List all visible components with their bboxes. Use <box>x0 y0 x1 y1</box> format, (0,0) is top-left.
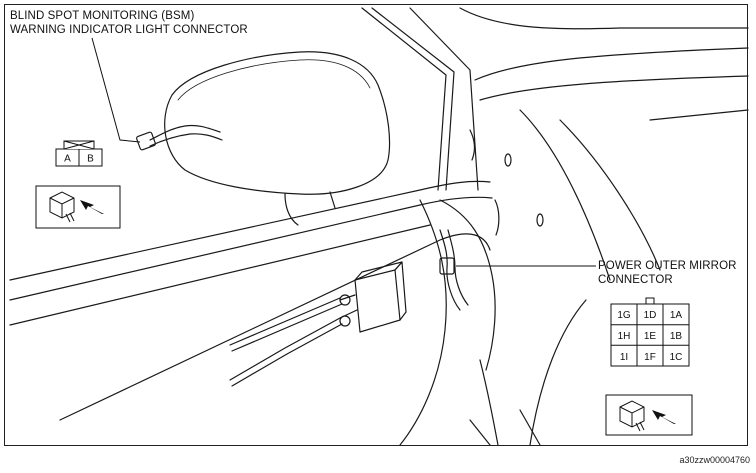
vehicle-illustration <box>9 7 749 446</box>
bsm-connector-body <box>136 131 156 151</box>
bsm-connector-face: A B <box>55 140 103 167</box>
bsm-label-line2: WARNING INDICATOR LIGHT CONNECTOR <box>10 24 248 36</box>
pom-pin: 1H <box>618 331 631 342</box>
door-inner-panel <box>399 199 447 446</box>
bsm-harness <box>149 124 221 141</box>
regulator-cable-lower <box>229 317 343 387</box>
pom-connector-face: 1G 1D 1A 1H 1E 1B 1I 1F 1C <box>610 297 690 367</box>
pom-connector-body <box>439 257 455 275</box>
mirror-base <box>284 191 336 226</box>
pom-pin: 1C <box>670 352 683 363</box>
pom-pin: 1E <box>644 331 657 342</box>
pom-pin: 1A <box>670 310 683 321</box>
bsm-connector-label: BLIND SPOT MONITORING (BSM) WARNING INDI… <box>10 9 248 37</box>
pom-connector-label: POWER OUTER MIRROR CONNECTOR <box>598 259 737 287</box>
leader-lines <box>91 37 596 267</box>
body-panel <box>474 47 749 81</box>
pom-label-line1: POWER OUTER MIRROR <box>598 260 737 272</box>
regulator-cable-upper <box>229 297 343 352</box>
window-regulator-motor <box>354 269 401 333</box>
connector-insert-icon <box>605 394 693 436</box>
pom-pin: 1I <box>620 352 628 363</box>
bsm-pin-b: B <box>87 154 94 165</box>
diagram-frame <box>4 4 748 446</box>
connector-insert-icon <box>35 185 121 229</box>
bsm-pin-a: A <box>64 154 71 165</box>
bsm-label-line1: BLIND SPOT MONITORING (BSM) <box>10 10 195 22</box>
pom-pin: 1G <box>617 310 631 321</box>
window-frame <box>361 7 447 191</box>
bsm-leader-line <box>91 37 141 143</box>
door-belt-line <box>9 180 491 281</box>
mirror-housing <box>164 51 391 195</box>
pom-label-line2: CONNECTOR <box>598 274 673 286</box>
pom-pin: 1B <box>670 331 683 342</box>
pom-harness <box>439 229 461 311</box>
pom-pin: 1F <box>644 352 656 363</box>
figure-id: a30zzw00004760 <box>679 455 750 465</box>
pom-pin: 1D <box>644 310 657 321</box>
